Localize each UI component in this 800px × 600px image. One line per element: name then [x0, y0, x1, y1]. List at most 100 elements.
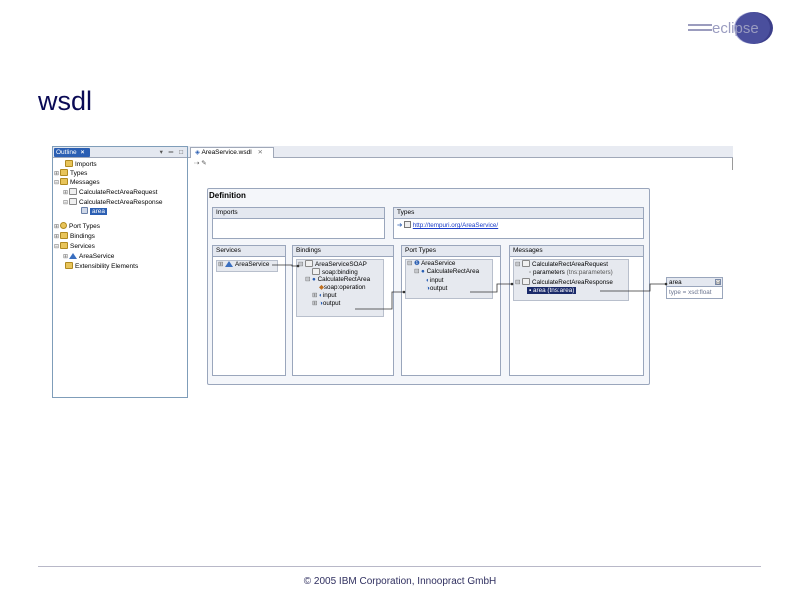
collapse-icon[interactable]: ⊟ [515, 261, 521, 268]
tree-item-request[interactable]: ⊞ CalculateRectAreaRequest [63, 188, 157, 198]
binding-input-node[interactable]: ⊞ ◐input [312, 292, 337, 300]
expand-icon[interactable]: ⊞ [54, 234, 60, 240]
tab-outline[interactable]: Outline× [54, 148, 91, 157]
tree-label: area [90, 208, 108, 215]
expand-icon[interactable]: ⊞ [312, 300, 318, 307]
editor-toolbar[interactable]: ⇢ ✎ [194, 160, 207, 167]
soap-operation-label: soap:operation [323, 284, 366, 291]
part-label: parameters [532, 269, 565, 276]
collapse-icon[interactable]: ⊟ [54, 180, 60, 186]
tree-item-types[interactable]: ⊞Types [54, 169, 87, 179]
schema-icon [404, 221, 412, 228]
service-label: AreaService [235, 261, 270, 268]
area-type-text: type = xsd:float [669, 289, 712, 296]
section-title: Port Types [402, 246, 500, 257]
message-icon [522, 278, 531, 285]
folder-icon [60, 169, 68, 176]
expand-icon[interactable]: ⊞ [218, 261, 224, 268]
folder-icon [60, 242, 68, 249]
input-icon: ◐ [319, 292, 323, 299]
port-type-icon [60, 222, 67, 229]
service-icon [69, 253, 77, 259]
tab-areaservice-wsdl[interactable]: ◈ AreaService.wsdl ⨯ [190, 147, 274, 158]
binding-operation-node[interactable]: ⊟ ● CalculateRectArea [305, 276, 370, 284]
slide-title: wsdl [38, 86, 93, 116]
tree-label: CalculateRectAreaRequest [79, 189, 158, 196]
tree-item-area-service[interactable]: ⊞AreaService [63, 252, 114, 262]
request-message-node[interactable]: ⊟ CalculateRectAreaRequest [515, 260, 608, 269]
port-type-icon: ❶ [414, 260, 420, 267]
input-label: input [322, 292, 337, 299]
response-part-node[interactable]: ▪ area (tns:area) [527, 287, 577, 295]
collapse-icon[interactable]: ⊟ [54, 244, 60, 250]
port-type-label: AreaService [421, 260, 456, 267]
folder-icon [65, 262, 73, 269]
types-link[interactable]: http://tempuri.org/AreaService/ [412, 222, 499, 229]
section-title: Bindings [293, 246, 393, 257]
tree-label: Bindings [70, 233, 95, 240]
expand-icon[interactable]: ⊞ [54, 224, 60, 230]
tree-item-bindings[interactable]: ⊞ Bindings [54, 232, 95, 242]
folder-icon [60, 178, 68, 185]
port-operation-node[interactable]: ⊟ ● CalculateRectArea [414, 268, 479, 276]
tree-item-messages[interactable]: ⊟Messages [54, 178, 100, 188]
input-icon: ◐ [426, 277, 430, 284]
types-section[interactable]: Types ➔ http://tempuri.org/AreaService/ [393, 207, 644, 239]
messages-section[interactable]: Messages ⊟ CalculateRectAreaRequest ▫ pa… [509, 245, 644, 376]
collapse-icon[interactable]: ⊟ [63, 200, 69, 206]
expand-icon[interactable]: ⊞ [63, 254, 69, 260]
operation-icon: ● [312, 276, 316, 283]
bindings-section[interactable]: Bindings ⊟ AreaServiceSOAP soap:binding … [292, 245, 394, 376]
section-title: Services [213, 246, 285, 257]
port-output-node[interactable]: ◑output [426, 285, 447, 293]
output-label: output [429, 285, 448, 292]
collapse-icon[interactable]: ⊟ [414, 268, 420, 275]
port-type-node[interactable]: ⊟ ❶ AreaService [407, 260, 455, 268]
soap-binding-node[interactable]: soap:binding [312, 268, 358, 277]
tree-item-extensibility[interactable]: Extensibility Elements [59, 262, 138, 271]
request-part-node[interactable]: ▫ parameters (tns:parameters) [529, 269, 613, 277]
tree-item-services[interactable]: ⊟Services [54, 242, 95, 252]
definition-title: Definition [209, 191, 246, 200]
types-entry[interactable]: ➔ http://tempuri.org/AreaService/ [397, 221, 498, 230]
tree-label: Imports [75, 161, 97, 168]
expand-icon[interactable]: ⊞ [54, 171, 60, 177]
area-element-box[interactable]: area ⊟ type = xsd:float [666, 277, 723, 299]
collapse-icon[interactable]: ⊟ [305, 276, 311, 283]
collapse-icon[interactable]: ⊟ [298, 261, 304, 268]
tree-item-area[interactable]: area [81, 207, 108, 216]
tree-item-imports[interactable]: Imports [59, 160, 97, 169]
input-label: input [429, 277, 444, 284]
services-section[interactable]: Services ⊞ AreaService [212, 245, 286, 376]
binding-output-node[interactable]: ⊞ ◑output [312, 300, 340, 308]
tree-label: CalculateRectAreaResponse [79, 199, 163, 206]
close-icon[interactable]: × [80, 149, 85, 156]
service-node[interactable]: ⊞ AreaService [218, 261, 269, 269]
part-icon: ▫ [529, 269, 532, 276]
response-message-node[interactable]: ⊟ CalculateRectAreaResponse [515, 278, 613, 287]
tree-item-port-types[interactable]: ⊞ Port Types [54, 222, 100, 232]
wsdl-file-icon: ◈ [195, 149, 202, 156]
soap-operation-node[interactable]: ◆soap:operation [319, 284, 366, 292]
soap-icon [312, 268, 320, 275]
view-menu-icon[interactable]: ▾ ═ □ [159, 149, 185, 156]
expand-icon[interactable]: ⊞ [312, 292, 318, 299]
port-input-node[interactable]: ◐input [426, 277, 443, 285]
port-types-section[interactable]: Port Types ⊟ ❶ AreaService ⊟ ● Calculate… [401, 245, 501, 376]
collapse-icon[interactable]: ⊟ [715, 279, 721, 286]
tree-label: Port Types [69, 223, 100, 230]
footer-divider [38, 566, 761, 567]
imports-section[interactable]: Imports [212, 207, 385, 239]
output-icon: ◑ [426, 285, 430, 292]
section-title: Types [394, 208, 643, 219]
expand-icon[interactable]: ⊞ [63, 190, 69, 196]
close-icon[interactable]: ⨯ [257, 149, 263, 156]
message-icon [69, 188, 77, 195]
binding-icon [60, 232, 68, 239]
collapse-icon[interactable]: ⊟ [407, 260, 413, 267]
collapse-icon[interactable]: ⊟ [515, 279, 521, 286]
tree-item-response[interactable]: ⊟ CalculateRectAreaResponse [63, 198, 162, 208]
part-type: (tns:parameters) [566, 269, 613, 276]
outline-tab-bar: Outline× ▾ ═ □ [53, 147, 187, 158]
binding-node[interactable]: ⊟ AreaServiceSOAP [298, 260, 367, 269]
